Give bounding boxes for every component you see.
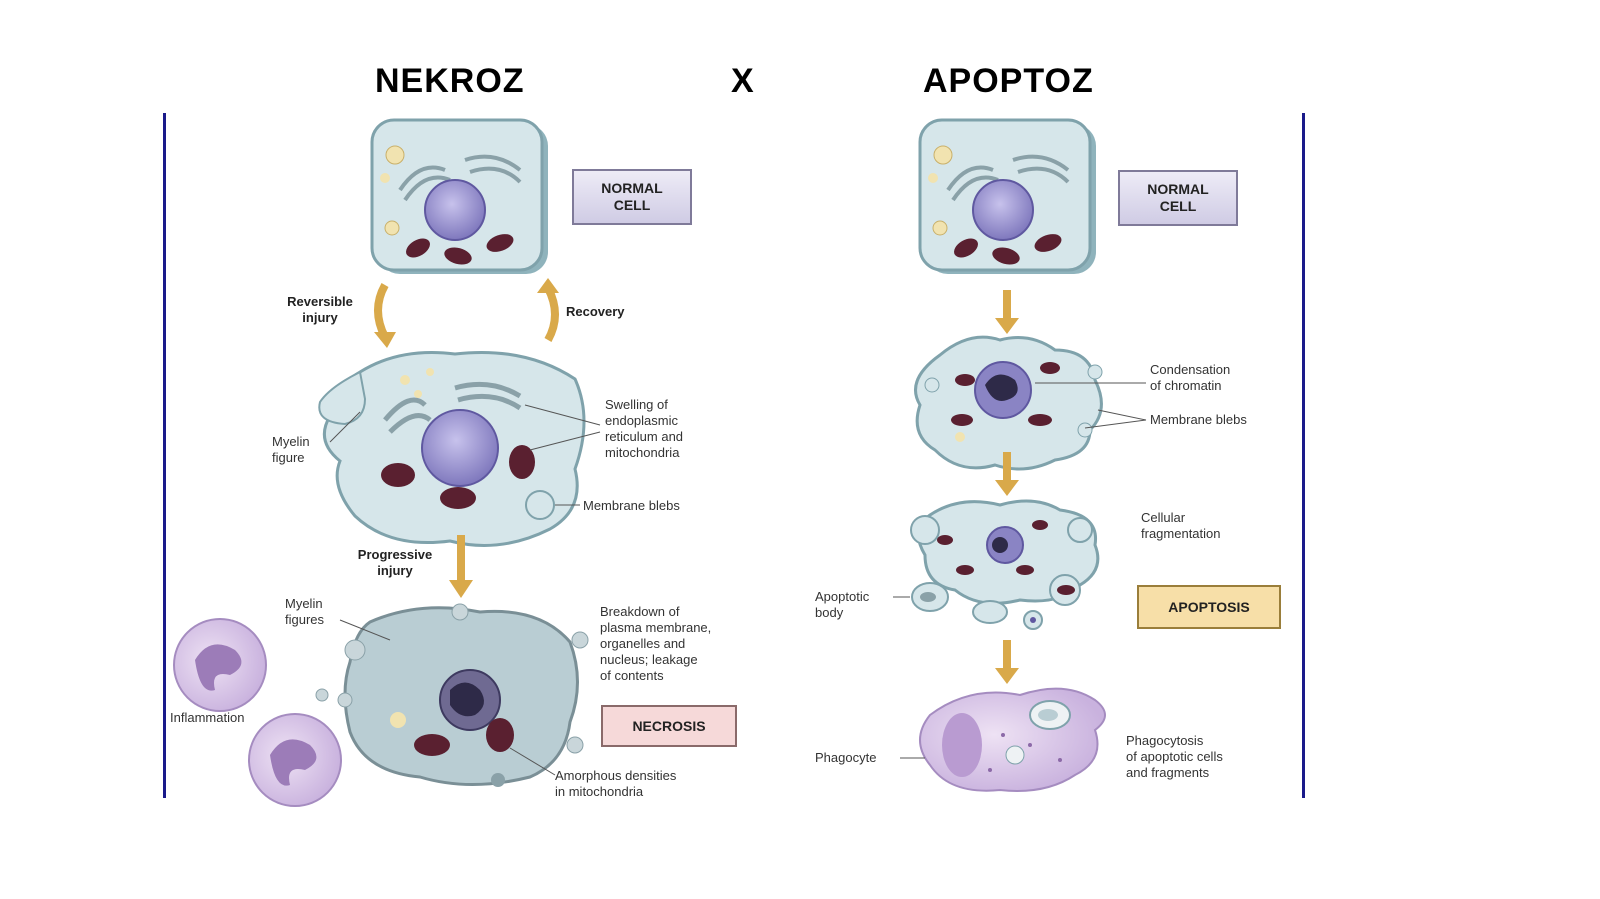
progressive-injury-label: Progressive [358, 547, 432, 562]
normal-cell-right [918, 118, 1096, 274]
apoptotic-body-label-1: Apoptotic [815, 589, 870, 604]
fragmentation-label-1: Cellular [1141, 510, 1186, 525]
membrane-blebs-label-left: Membrane blebs [583, 498, 680, 513]
membrane-blebs-label-right: Membrane blebs [1150, 412, 1247, 427]
apoptosis-arrow-3 [1003, 640, 1011, 670]
breakdown-label-5: of contents [600, 668, 664, 683]
myelin-figures-label-2: figures [285, 612, 325, 627]
svg-text:NECROSIS: NECROSIS [632, 718, 705, 734]
breakdown-label-1: Breakdown of [600, 604, 680, 619]
svg-text:CELL: CELL [614, 197, 651, 213]
myelin-figure-leader [329, 411, 361, 443]
apoptosis-arrow-1 [1003, 290, 1011, 320]
membrane-blebs-leader-right-a [1097, 409, 1147, 421]
reversible-injury-label: Reversible [287, 294, 353, 309]
reversible-arrowhead [374, 332, 396, 348]
recovery-arrowhead [537, 278, 559, 293]
reversible-injury-arrow [374, 283, 389, 339]
left-divider-line [163, 113, 166, 798]
right-divider-line [1302, 113, 1305, 798]
necrosis-title: NEKROZ [375, 62, 525, 100]
swelling-label-1: Swelling of [605, 397, 668, 412]
apoptosis-arrowhead-3 [995, 668, 1019, 684]
svg-text:NORMAL: NORMAL [1147, 181, 1209, 197]
swelling-leader [524, 404, 601, 426]
reversible-injury-label-2: injury [302, 310, 338, 325]
breakdown-label-4: nucleus; leakage [600, 652, 698, 667]
amorphous-label-2: in mitochondria [555, 784, 644, 799]
inflammation-label: Inflammation [170, 710, 244, 725]
phagocytosis-label-3: and fragments [1126, 765, 1210, 780]
normal-cell-label-box-left: NORMAL CELL [572, 169, 692, 225]
swelling-leader-2 [529, 431, 601, 451]
normal-cell-left [370, 118, 548, 274]
amorphous-leader [509, 747, 556, 776]
swelling-label-3: reticulum and [605, 429, 683, 444]
apoptosis-title: APOPTOZ [923, 62, 1094, 100]
svg-text:CELL: CELL [1160, 198, 1197, 214]
apoptotic-body-label-2: body [815, 605, 844, 620]
fragmenting-cell [910, 499, 1100, 606]
versus-separator: X [731, 62, 755, 100]
condensation-label-2: of chromatin [1150, 378, 1222, 393]
fragmentation-label-2: fragmentation [1141, 526, 1221, 541]
apoptotic-bodies [911, 582, 1043, 630]
normal-cell-label-box-right: NORMAL CELL [1118, 170, 1238, 226]
phagocytosis-label-2: of apoptotic cells [1126, 749, 1223, 764]
swelling-label-4: mitochondria [605, 445, 680, 460]
phagocyte [919, 687, 1106, 792]
condensation-label-1: Condensation [1150, 362, 1230, 377]
membrane-blebs-leader-right-b [1084, 419, 1147, 429]
svg-text:NORMAL: NORMAL [601, 180, 663, 196]
progressive-arrowhead [449, 580, 473, 598]
necrosis-label-box: NECROSIS [601, 705, 737, 747]
apoptosis-arrow-2 [1003, 452, 1011, 482]
myelin-figures-label: Myelin [285, 596, 323, 611]
recovery-arrow [544, 286, 559, 342]
necrotic-cell [315, 603, 589, 787]
apoptosis-arrowhead-1 [995, 318, 1019, 334]
swollen-cell [318, 350, 586, 547]
myelin-figure-label: Myelin [272, 434, 310, 449]
inflammatory-cells [173, 618, 342, 807]
swelling-label-2: endoplasmic [605, 413, 678, 428]
myelin-figure-label-2: figure [272, 450, 305, 465]
breakdown-label-3: organelles and [600, 636, 685, 651]
myelin-figures-leader [339, 619, 391, 641]
phagocyte-label: Phagocyte [815, 750, 876, 765]
apoptosis-arrowhead-2 [995, 480, 1019, 496]
recovery-label: Recovery [566, 304, 625, 319]
amorphous-label-1: Amorphous densities [555, 768, 677, 783]
progressive-injury-arrow [457, 535, 465, 583]
progressive-injury-label-2: injury [377, 563, 413, 578]
condensed-cell [914, 335, 1103, 471]
breakdown-label-2: plasma membrane, [600, 620, 711, 635]
apoptosis-label-box: APOPTOSIS [1137, 585, 1281, 629]
phagocytosis-label-1: Phagocytosis [1126, 733, 1204, 748]
svg-text:APOPTOSIS: APOPTOSIS [1168, 599, 1249, 615]
